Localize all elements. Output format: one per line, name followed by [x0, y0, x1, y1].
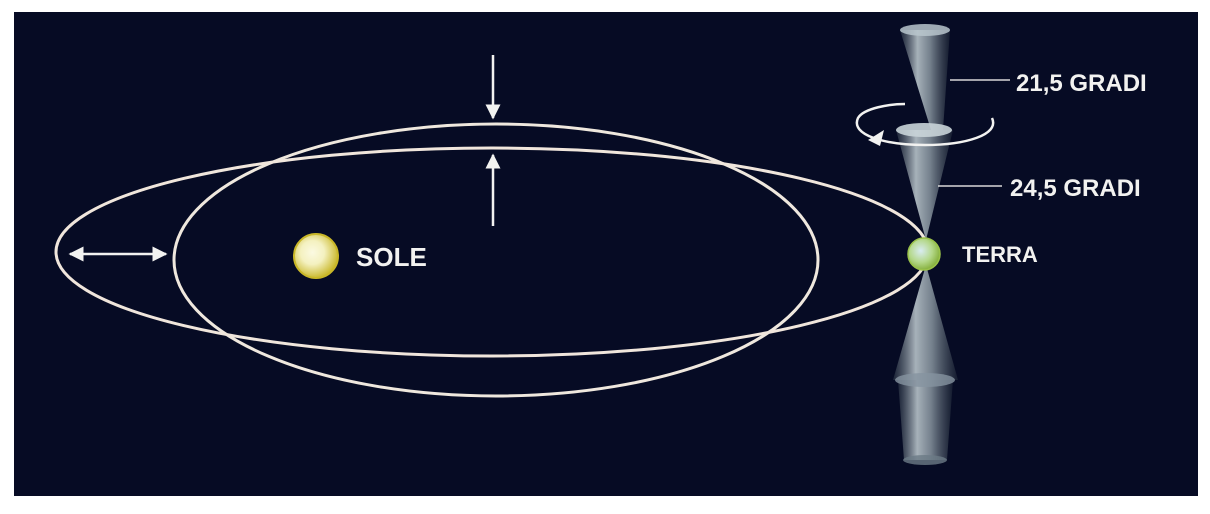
sun-icon: [294, 234, 338, 278]
angle-min-label: 21,5 GRADI: [1016, 70, 1147, 97]
sun-label: SOLE: [356, 242, 427, 272]
angle-max-label: 24,5 GRADI: [1010, 175, 1141, 202]
earth-icon: [908, 238, 940, 270]
earth-label: TERRA: [962, 242, 1038, 267]
